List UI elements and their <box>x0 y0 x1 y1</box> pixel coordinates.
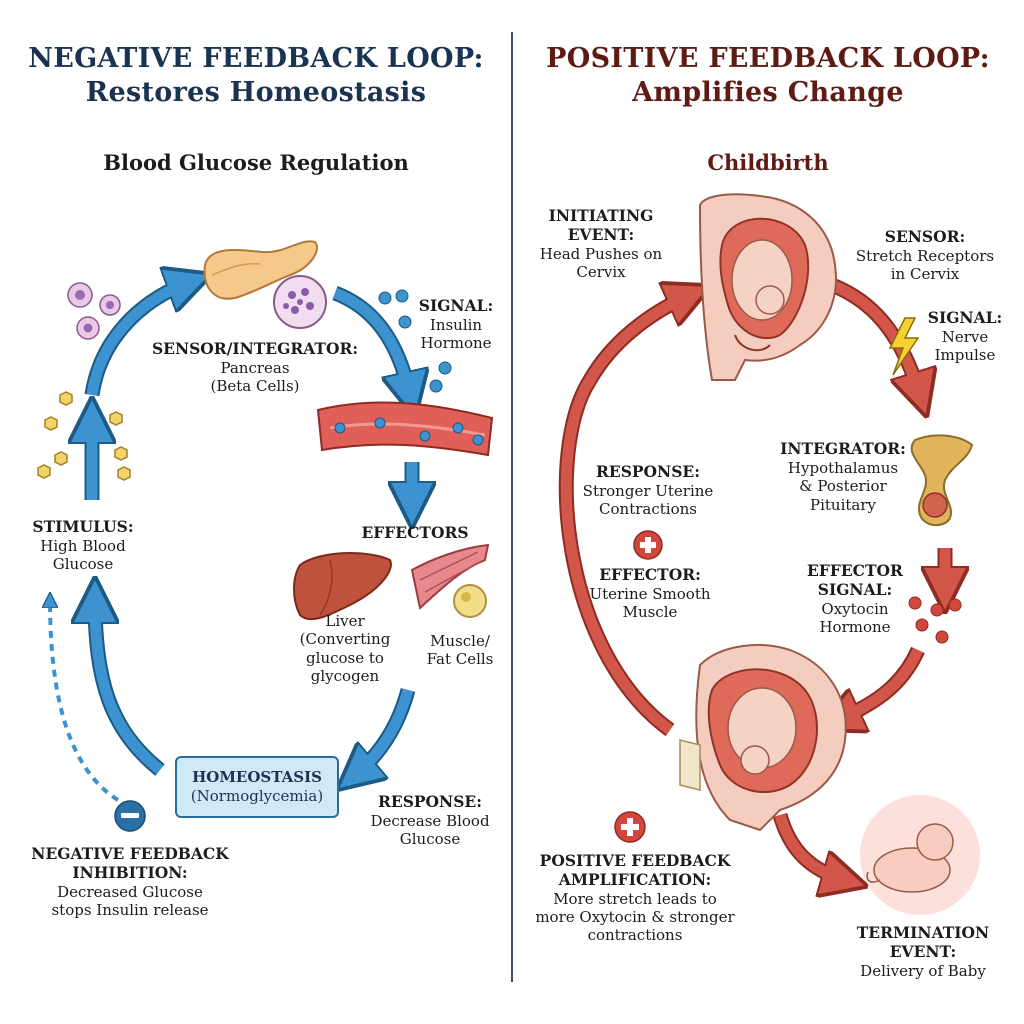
beta-cell-icon <box>273 275 327 329</box>
negative-loop-arrows <box>50 282 412 802</box>
positive-subtitle: Childbirth <box>707 150 829 175</box>
label-signal-insulin: SIGNAL: Insulin Hormone <box>418 296 494 353</box>
label-negative-inhibition: NEGATIVE FEEDBACK INHIBITION: Decreased … <box>31 844 229 920</box>
lightning-icon <box>888 317 920 376</box>
label-integrator: INTEGRATOR: Hypothalamus & Posterior Pit… <box>780 439 906 514</box>
label-effector-signal: EFFECTOR SIGNAL: Oxytocin Hormone <box>807 561 903 637</box>
label-response-contractions: RESPONSE: Stronger Uterine Contractions <box>582 462 714 519</box>
label-effector-muscle: EFFECTOR: Uterine Smooth Muscle <box>589 565 711 622</box>
label-signal-nerve: SIGNAL: Nerve Impulse <box>927 308 1003 365</box>
minus-icon <box>114 800 146 832</box>
uterus-contraction-icon <box>679 644 847 832</box>
insulin-molecule-icon <box>378 289 452 393</box>
label-stimulus: STIMULUS: High Blood Glucose <box>32 517 134 574</box>
label-response-decrease: RESPONSE: Decrease Blood Glucose <box>370 792 490 849</box>
label-effectors: EFFECTORS <box>361 523 469 542</box>
positive-loop-arrows <box>558 278 945 880</box>
bone-marrow-cells-icon <box>67 282 121 340</box>
glucose-molecule-icon <box>37 391 131 481</box>
label-termination-event: TERMINATION EVENT: Delivery of Baby <box>856 923 990 980</box>
oxytocin-icon <box>908 596 962 644</box>
plus-icon <box>633 530 663 560</box>
negative-subtitle: Blood Glucose Regulation <box>103 150 409 175</box>
positive-title: POSITIVE FEEDBACK LOOP: Amplifies Change <box>546 43 990 108</box>
blood-vessel-icon <box>316 401 494 457</box>
label-liver: Liver (Converting glucose to glycogen <box>299 612 391 685</box>
homeostasis-box: HOMEOSTASIS (Normoglycemia) <box>175 756 339 818</box>
label-sensor-integrator: SENSOR/INTEGRATOR: Pancreas (Beta Cells) <box>151 339 359 396</box>
pituitary-icon <box>910 434 974 527</box>
plus-amplification-icon <box>614 811 646 843</box>
label-positive-amplification: POSITIVE FEEDBACK AMPLIFICATION: More st… <box>535 851 735 945</box>
column-divider <box>511 32 513 982</box>
liver-icon <box>293 552 392 621</box>
fat-cell-icon <box>453 584 487 618</box>
label-sensor-stretch: SENSOR: Stretch Receptors in Cervix <box>855 227 995 284</box>
negative-title: NEGATIVE FEEDBACK LOOP: Restores Homeost… <box>28 43 484 108</box>
label-initiating-event: INITIATING EVENT: Head Pushes on Cervix <box>539 206 663 282</box>
muscle-icon <box>410 543 490 610</box>
uterus-icon <box>698 193 837 381</box>
baby-icon <box>860 795 980 915</box>
arrow-inhibition-dashed <box>50 600 120 802</box>
pancreas-icon <box>203 240 318 300</box>
label-muscle-fat: Muscle/ Fat Cells <box>426 632 494 669</box>
